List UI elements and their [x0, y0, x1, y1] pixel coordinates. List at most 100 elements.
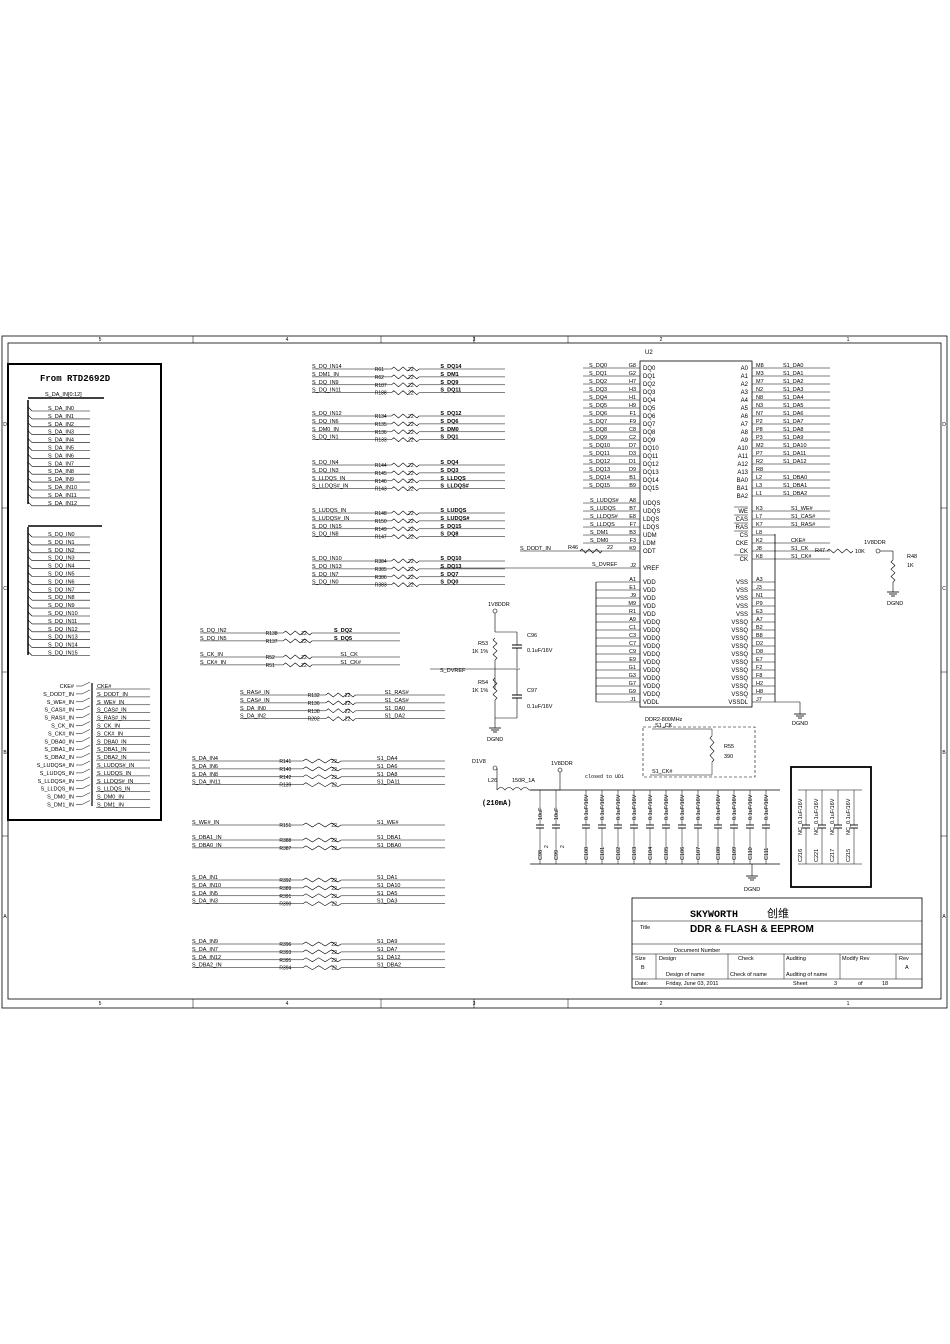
resistor-value: 22: [345, 709, 351, 715]
date-label: Date:: [635, 981, 649, 987]
chip-pin-name: A11: [738, 454, 749, 460]
cap-ref: C111: [764, 848, 770, 860]
chip-net: S1_CAS#: [791, 514, 816, 520]
chip-net: S1_DA8: [783, 427, 804, 433]
chip-pin: R8: [756, 467, 763, 473]
resistor-output-net: S_DM1: [440, 372, 458, 378]
chip-pin: M3: [756, 371, 764, 377]
chip-pin: L7: [756, 514, 762, 520]
chip-net: S1_DA11: [783, 451, 806, 457]
chip-pin: E9: [629, 657, 636, 663]
resistor-input-net: S_DQ_IN2: [200, 628, 227, 634]
chip-net: S1_DBA0: [783, 475, 807, 481]
resistor-output-net: S_DQ0: [440, 580, 458, 586]
chip-pin: K8: [756, 554, 763, 560]
bus-entry: [27, 603, 33, 609]
check-name: Check of name: [730, 972, 767, 978]
resistor-input-net: S_CAS#_IN: [240, 698, 270, 704]
resistor-ref: R140: [279, 767, 291, 773]
cap-value: 0.1uF/16V: [680, 794, 686, 820]
chip-pin-name: DQ3: [643, 390, 656, 396]
chip-pin-name: UDQS: [643, 501, 660, 507]
resistor-input-net: S_DBA0_IN: [192, 843, 222, 849]
chip-pin-name: A7: [741, 422, 749, 428]
chip-pin-name: A12: [737, 462, 748, 468]
title-label: Title: [640, 925, 650, 931]
resistor-ref: R390: [279, 902, 291, 908]
chip-pin: C3: [629, 633, 636, 639]
resistor-input-net: S_LLDQS_IN: [312, 476, 345, 482]
chip-pin-name: VSSQ: [731, 644, 748, 650]
chip-pin: K2: [756, 538, 763, 544]
resistor-ref: R136: [308, 701, 320, 707]
series-resistor: [391, 413, 420, 419]
control-in-label: S_DBA2_IN: [44, 755, 74, 761]
resistor-output-net: S1_DA8: [377, 772, 398, 778]
control-in-label: S_DBA1_IN: [44, 747, 74, 753]
chip-net: S_DODT_IN: [520, 546, 551, 552]
chip-pin: M2: [756, 443, 764, 449]
series-resistor: [391, 534, 420, 540]
resistor-input-net: S_DA_IN10: [192, 883, 221, 889]
resistor-ref: R132: [308, 693, 320, 699]
sheet-label: Sheet: [793, 981, 808, 987]
chip-pin: J9: [630, 593, 636, 599]
control-in-label: S_CAS#_IN: [44, 708, 74, 714]
resistor-input-net: S_DQ_IN4: [312, 460, 339, 466]
r55-net: S1_CK: [655, 723, 673, 729]
chip-pin: A9: [629, 617, 636, 623]
resistor-ref: R393: [279, 950, 291, 956]
series-resistor: [391, 429, 420, 435]
control-out-label: S_DBA2_IN: [97, 755, 127, 761]
drawing-title: DDR & FLASH & EEPROM: [690, 924, 814, 935]
chip-net: S1_DBA2: [783, 491, 807, 497]
chip-pin: C8: [629, 427, 636, 433]
bus-entry: [27, 532, 33, 538]
bus-entry: [81, 721, 91, 726]
resistor-ref: R150: [375, 519, 387, 525]
column-marker: 4: [286, 1001, 289, 1007]
chip-net: S_LUDQS#: [590, 498, 620, 504]
series-resistor: [302, 901, 342, 907]
chip-pin-name: A8: [741, 430, 749, 436]
resistor-value: 22: [331, 775, 337, 781]
resistor-output-net: S_LLDQS#: [440, 484, 468, 490]
control-in-label: S_DBA0_IN: [44, 739, 74, 745]
resistor-value: 22: [408, 519, 414, 525]
resistor-value: 22: [331, 966, 337, 972]
chip-pin-name: VSSQ: [731, 620, 748, 626]
dq-net-label: S_DQ_IN2: [48, 548, 75, 554]
check-label: Check: [738, 956, 754, 962]
resistor-output-net: S1_WE#: [377, 820, 400, 826]
chip-pin: E3: [756, 609, 763, 615]
resistor-input-net: S_DA_IN12: [192, 955, 221, 961]
bus-entry: [81, 800, 91, 805]
control-in-label: S_CK#_IN: [48, 731, 74, 737]
dq-net-label: S_DQ_IN13: [48, 635, 78, 641]
chip-pin: B9: [629, 483, 636, 489]
bus-entry: [27, 485, 33, 491]
row-marker: B: [3, 750, 7, 756]
chip-pin: G8: [629, 363, 636, 369]
series-resistor: [391, 382, 420, 388]
resistor-value: 22: [408, 583, 414, 589]
chip-pin-name: VDDQ: [643, 668, 661, 674]
resistor-value: 22: [331, 894, 337, 900]
resistor-ref: R148: [375, 511, 387, 517]
resistor-value: 22: [301, 631, 307, 637]
chip-pin: D1: [629, 459, 636, 465]
resistor-input-net: S_DA_IN8: [192, 772, 218, 778]
part-note: DDR2-800MHz: [645, 717, 683, 723]
resistor-value: 22: [408, 511, 414, 517]
da-net-label: S_DA_IN5: [48, 446, 74, 452]
resistor-output-net: S1_DA6: [377, 764, 398, 770]
resistor-output-net: S_LUDQS#: [440, 516, 469, 522]
design-label: Design: [659, 956, 676, 962]
resistor-input-net: S_WE#_IN: [192, 820, 219, 826]
source-title: From RTD2692D: [40, 374, 111, 384]
chip-pin-name: VSSDL: [728, 700, 748, 706]
chip-pin-name: A10: [737, 446, 748, 452]
chip-pin-name: DQ6: [643, 414, 656, 420]
